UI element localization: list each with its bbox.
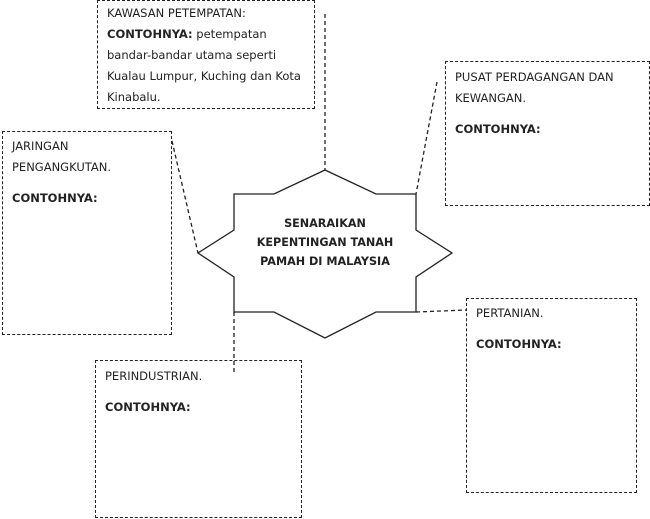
box-industry-example-label: CONTOHNYA: — [105, 400, 191, 414]
box-settlement-example: CONTOHNYA: petempatan bandar-bandar utam… — [107, 27, 301, 104]
box-settlement: KAWASAN PETEMPATAN: CONTOHNYA: petempata… — [97, 0, 315, 109]
connector-transport — [171, 140, 199, 254]
center-star: SENARAIKAN KEPENTINGAN TANAH PAMAH DI MA… — [234, 214, 416, 271]
box-settlement-example-text: petempatan bandar-bandar utama seperti K… — [107, 27, 301, 104]
box-agriculture-example-label: CONTOHNYA: — [476, 337, 562, 351]
connector-agriculture — [415, 309, 467, 313]
center-title-line-2: KEPENTINGAN TANAH — [256, 236, 394, 249]
box-transport: JARINGAN PENGANGKUTAN. CONTOHNYA: — [2, 131, 172, 335]
center-title-line-1: SENARAIKAN — [284, 217, 366, 230]
box-agriculture-title: PERTANIAN. — [476, 306, 544, 320]
box-settlement-example-label: CONTOHNYA: — [107, 27, 193, 41]
center-star-shape — [196, 169, 454, 339]
connector-trade — [415, 81, 438, 195]
box-industry-title: PERINDUSTRIAN. — [105, 369, 203, 383]
box-industry: PERINDUSTRIAN. CONTOHNYA: — [95, 360, 302, 518]
box-transport-title: JARINGAN PENGANGKUTAN. — [12, 139, 112, 174]
box-settlement-title: KAWASAN PETEMPATAN: — [107, 6, 246, 20]
box-transport-example-label: CONTOHNYA: — [12, 191, 98, 205]
box-agriculture: PERTANIAN. CONTOHNYA: — [466, 298, 637, 493]
box-trade: PUSAT PERDAGANGAN DAN KEWANGAN. CONTOHNY… — [445, 61, 650, 206]
box-trade-example-label: CONTOHNYA: — [455, 122, 541, 136]
center-title-line-3: PAMAH DI MALAYSIA — [260, 255, 390, 268]
box-trade-title: PUSAT PERDAGANGAN DAN KEWANGAN. — [455, 70, 614, 105]
